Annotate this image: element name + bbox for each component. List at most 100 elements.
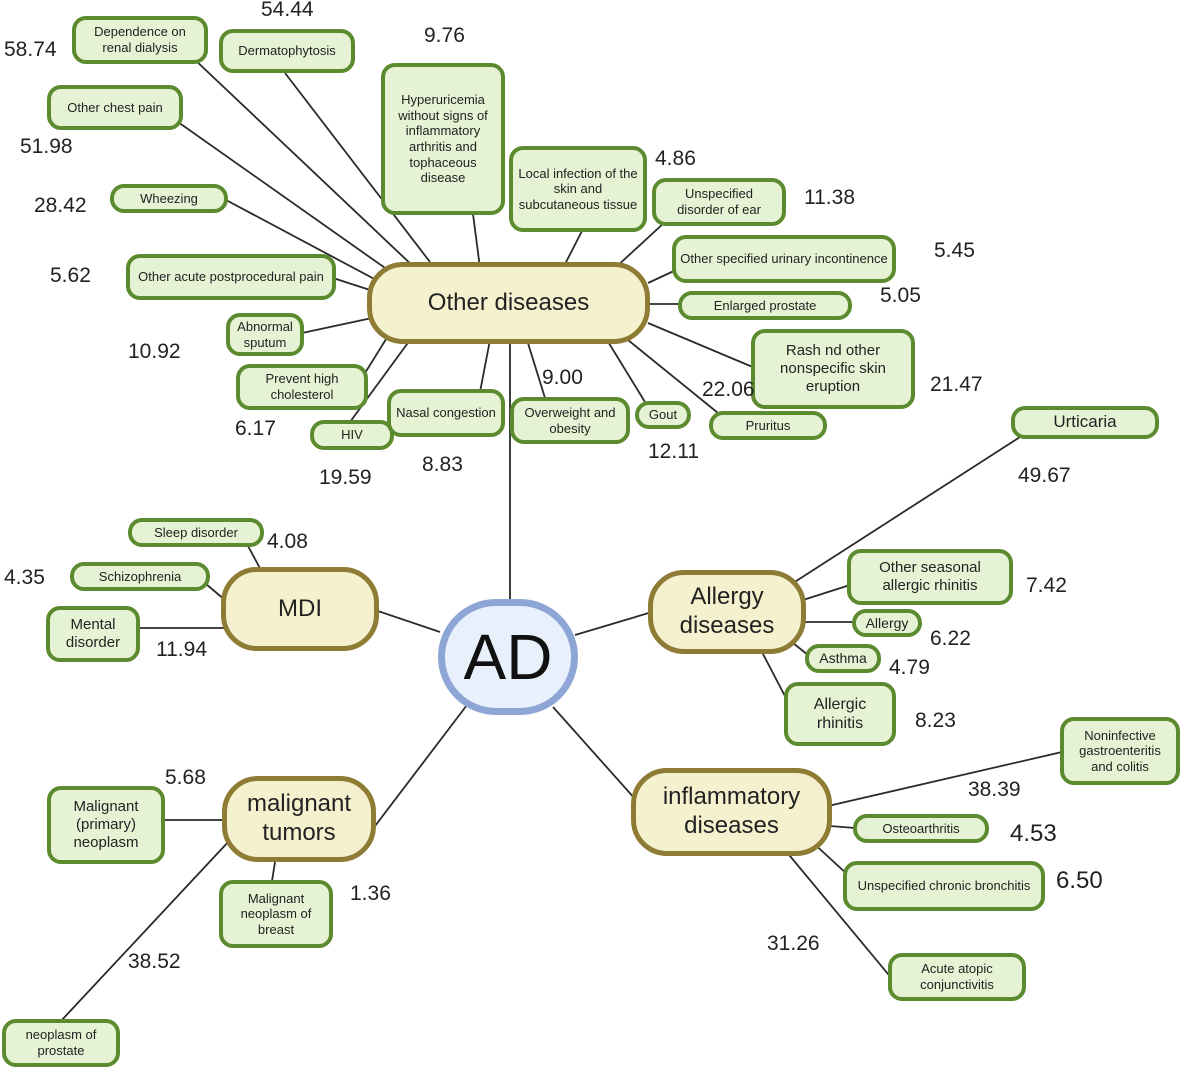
edge-root-inflammatory [552,706,637,801]
edge-dependence-dialysis [192,57,416,269]
edge-pruritus [627,339,719,414]
value-other-chest-pain: 51.98 [20,135,73,158]
node-breast-neoplasm: Malignant neoplasm of breast [219,880,333,948]
node-hyperuricemia: Hyperuricemia without signs of inflammat… [381,63,505,215]
node-postprocedural-pain: Other acute postprocedural pain [126,254,336,300]
edge-allergic-rhinitis [761,651,788,701]
node-local-infection: Local infection of the skin and subcutan… [509,146,647,232]
value-gout: 12.11 [648,440,699,463]
node-allergy: Allergy [852,609,922,637]
category-malignant-tumors: malignant tumors [222,776,376,862]
edge-local-infection [562,230,583,269]
value-atopic-conjunctivitis: 31.26 [767,932,820,955]
node-dermatophytosis: Dermatophytosis [219,29,355,73]
node-asthma: Asthma [805,644,881,673]
node-sleep-disorder: Sleep disorder [128,518,264,547]
value-schizophrenia: 4.35 [4,566,45,589]
node-osteoarthritis: Osteoarthritis [853,814,989,843]
value-nasal-congestion: 8.83 [422,453,463,476]
value-overweight: 9.00 [542,366,583,389]
node-urticaria: Urticaria [1011,406,1159,439]
value-sleep-disorder: 4.08 [267,530,308,553]
node-high-cholesterol: Prevent high cholesterol [236,364,368,410]
edge-root-malignant [371,704,468,831]
value-dermatophytosis: 54.44 [261,0,314,21]
value-pruritus: 22.06 [702,378,755,401]
node-pruritus: Pruritus [709,411,827,440]
node-dependence-dialysis: Dependence on renal dialysis [72,16,208,64]
node-hiv: HIV [310,420,394,450]
edge-dermatophytosis [284,72,431,263]
edge-osteoarthritis [829,825,856,829]
edge-rash [647,322,756,369]
value-hiv: 19.59 [319,466,372,489]
value-unspecified-ear: 11.38 [804,186,855,209]
edge-abnormal-sputum [301,317,373,334]
node-wheezing: Wheezing [110,184,228,213]
edge-unspecified-ear [614,221,666,269]
value-gastroenteritis: 38.39 [968,778,1021,801]
value-abnormal-sputum: 10.92 [128,340,181,363]
edge-prostate-neoplasm [59,839,231,1023]
category-inflammatory-diseases: inflammatory diseases [631,768,832,856]
value-dependence-dialysis: 58.74 [4,38,57,61]
edge-seasonal-rhinitis [802,584,851,601]
value-breast-neoplasm: 1.36 [350,882,391,905]
value-enlarged-prostate: 5.05 [880,284,921,307]
node-malignant-neoplasm: Malignant (primary) neoplasm [47,786,165,864]
edge-postprocedural-pain [332,277,371,291]
node-atopic-conjunctivitis: Acute atopic conjunctivitis [888,953,1026,1001]
edge-urticaria [789,436,1021,586]
node-overweight: Overweight and obesity [510,397,630,444]
node-seasonal-rhinitis: Other seasonal allergic rhinitis [847,549,1013,605]
node-urinary-incontinence: Other specified urinary incontinence [672,235,896,283]
category-mdi: MDI [221,567,379,651]
edge-nasal-congestion [479,339,491,393]
value-asthma: 4.79 [889,656,930,679]
value-local-infection: 4.86 [655,147,696,170]
node-mental-disorder: Mental disorder [46,606,140,662]
node-abnormal-sputum: Abnormal sputum [226,313,304,356]
edge-root-mdi [374,609,441,633]
value-high-cholesterol: 6.17 [235,417,276,440]
node-gout: Gout [635,401,691,429]
edge-hyperuricemia [472,213,481,269]
value-chronic-bronchitis: 6.50 [1056,867,1103,894]
value-wheezing: 28.42 [34,194,87,217]
node-nasal-congestion: Nasal congestion [387,389,505,437]
edge-other-chest-pain [177,121,396,276]
node-other-chest-pain: Other chest pain [47,85,183,130]
edge-gastroenteritis [827,751,1063,807]
value-seasonal-rhinitis: 7.42 [1026,574,1067,597]
node-schizophrenia: Schizophrenia [70,562,210,591]
edge-root-allergy [574,611,653,636]
value-postprocedural-pain: 5.62 [50,264,91,287]
value-allergic-rhinitis: 8.23 [915,709,956,732]
value-prostate-neoplasm: 38.52 [128,950,181,973]
node-enlarged-prostate: Enlarged prostate [678,291,852,320]
edge-overweight [526,339,546,399]
value-rash: 21.47 [930,373,983,396]
node-chronic-bronchitis: Unspecified chronic bronchitis [843,861,1045,911]
value-allergy: 6.22 [930,627,971,650]
edge-gout [606,339,646,403]
value-hyperuricemia: 9.76 [424,24,465,47]
edge-wheezing [225,199,381,283]
node-rash: Rash nd other nonspecific skin eruption [751,329,915,409]
value-osteoarthritis: 4.53 [1010,820,1057,847]
edge-high-cholesterol [364,335,389,374]
category-allergy-diseases: Allergy diseases [648,570,806,654]
node-unspecified-ear: Unspecified disorder of ear [652,178,786,226]
edge-urinary-incontinence [647,269,677,284]
node-allergic-rhinitis: Allergic rhinitis [784,682,896,746]
root-node-ad: AD [438,599,578,715]
node-prostate-neoplasm: neoplasm of prostate [2,1019,120,1067]
value-urinary-incontinence: 5.45 [934,239,975,262]
node-gastroenteritis: Noninfective gastroenteritis and colitis [1060,717,1180,785]
value-malignant-neoplasm: 5.68 [165,766,206,789]
value-mental-disorder: 11.94 [156,638,207,661]
edge-breast-neoplasm [271,861,276,882]
edge-atopic-conjunctivitis [784,849,894,981]
